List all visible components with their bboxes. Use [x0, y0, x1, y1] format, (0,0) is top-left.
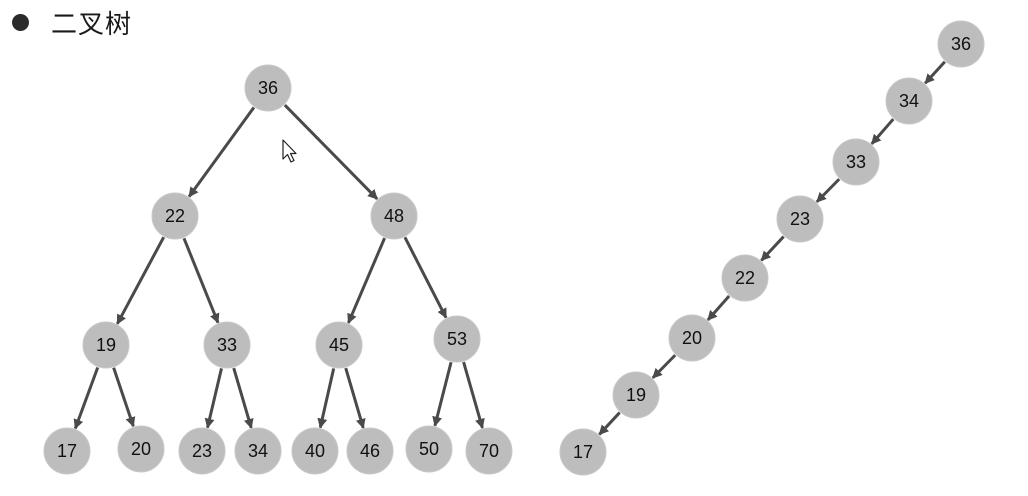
degenerate-tree-edge [870, 118, 895, 145]
balanced-tree-edge [462, 361, 485, 429]
balanced-tree-node-label: 40 [305, 441, 325, 461]
degenerate-tree-node-label: 22 [735, 268, 755, 288]
degenerate-tree-node-circle [885, 77, 933, 125]
heading: 二叉树 [12, 4, 132, 40]
balanced-tree-node-circle [433, 315, 481, 363]
balanced-tree-edge [232, 367, 254, 429]
balanced-tree-node-circle [178, 427, 226, 475]
balanced-tree-node-label: 19 [96, 335, 116, 355]
edges-layer [73, 60, 946, 436]
balanced-tree-node: 22 [151, 192, 199, 240]
balanced-tree-edge [204, 368, 223, 429]
balanced-tree-node-circle [117, 425, 165, 473]
degenerate-tree-edge [760, 235, 785, 262]
balanced-tree-node-label: 17 [57, 441, 77, 461]
balanced-tree-edge [73, 367, 100, 430]
balanced-tree-node-label: 22 [165, 206, 185, 226]
balanced-tree-node: 50 [405, 425, 453, 473]
balanced-tree-node: 46 [346, 427, 394, 475]
balanced-tree-node-circle [370, 192, 418, 240]
balanced-tree-edge [432, 361, 453, 427]
degenerate-tree-node: 22 [721, 254, 769, 302]
balanced-tree-node-circle [244, 64, 292, 112]
balanced-tree-node: 70 [465, 427, 513, 475]
balanced-tree-node-label: 50 [419, 439, 439, 459]
degenerate-tree-node-label: 20 [682, 328, 702, 348]
balanced-tree-edge [347, 237, 386, 324]
balanced-tree-node-label: 48 [384, 206, 404, 226]
degenerate-tree-node: 20 [668, 314, 716, 362]
degenerate-tree-edge [598, 411, 621, 436]
balanced-tree-edge [112, 367, 136, 428]
balanced-tree-node: 33 [203, 321, 251, 369]
degenerate-tree-node-circle [776, 195, 824, 243]
degenerate-tree-node-circle [559, 428, 607, 476]
balanced-tree-node-circle [151, 192, 199, 240]
balanced-tree-node: 20 [117, 425, 165, 473]
degenerate-tree-node-label: 23 [790, 209, 810, 229]
balanced-tree-node: 17 [43, 427, 91, 475]
degenerate-tree-node-circle [612, 371, 660, 419]
balanced-tree-node-circle [234, 427, 282, 475]
balanced-tree-node-label: 53 [447, 329, 467, 349]
balanced-tree-node: 45 [315, 321, 363, 369]
degenerate-tree-edge [924, 60, 946, 85]
degenerate-tree-node-label: 36 [951, 34, 971, 54]
balanced-tree-node-circle [43, 427, 91, 475]
balanced-tree-node-label: 23 [192, 441, 212, 461]
degenerate-tree-node: 19 [612, 371, 660, 419]
balanced-tree-edge [187, 106, 256, 198]
balanced-tree-node-label: 46 [360, 441, 380, 461]
balanced-tree-node-circle [203, 321, 251, 369]
balanced-tree-node: 53 [433, 315, 481, 363]
balanced-tree-node: 19 [82, 321, 130, 369]
degenerate-tree-node-label: 19 [626, 385, 646, 405]
balanced-tree-node-label: 33 [217, 335, 237, 355]
balanced-tree-node-circle [82, 321, 130, 369]
balanced-tree-node: 48 [370, 192, 418, 240]
nodes-layer: 36 22 48 19 33 45 53 17 20 23 34 40 46 50 70 36 34 33 23 22… [43, 20, 985, 476]
degenerate-tree-node: 34 [885, 77, 933, 125]
balanced-tree-edge [283, 104, 379, 200]
degenerate-tree-node-circle [668, 314, 716, 362]
balanced-tree-node-label: 34 [248, 441, 268, 461]
degenerate-tree-edge [651, 354, 677, 379]
degenerate-tree-node-label: 34 [899, 91, 919, 111]
degenerate-tree-node-label: 17 [573, 442, 593, 462]
balanced-tree-edge [344, 367, 366, 429]
balanced-tree-edge [317, 368, 336, 429]
balanced-tree-node-circle [315, 321, 363, 369]
balanced-tree-node-circle [291, 427, 339, 475]
degenerate-tree-node: 33 [832, 138, 880, 186]
degenerate-tree-node: 23 [776, 195, 824, 243]
degenerate-tree-edge [815, 178, 841, 203]
balanced-tree-edge [403, 236, 448, 319]
degenerate-tree-node-circle [937, 20, 985, 68]
mouse-pointer-icon [282, 139, 297, 163]
degenerate-tree-node-label: 33 [846, 152, 866, 172]
degenerate-tree-node-circle [832, 138, 880, 186]
balanced-tree-node-circle [405, 425, 453, 473]
bullet-icon [12, 13, 29, 31]
degenerate-tree-edge [706, 294, 731, 322]
page-title: 二叉树 [51, 9, 133, 40]
balanced-tree-node: 36 [244, 64, 292, 112]
degenerate-tree-node-circle [721, 254, 769, 302]
balanced-tree-edge [115, 236, 166, 325]
balanced-tree-node-label: 70 [479, 441, 499, 461]
balanced-tree-node-label: 45 [329, 335, 349, 355]
balanced-tree-node-circle [465, 427, 513, 475]
balanced-tree-node: 34 [234, 427, 282, 475]
degenerate-tree-node: 17 [559, 428, 607, 476]
balanced-tree-node: 40 [291, 427, 339, 475]
balanced-tree-edge [182, 237, 220, 324]
balanced-tree-node-label: 36 [258, 78, 278, 98]
balanced-tree-node-label: 20 [131, 439, 151, 459]
degenerate-tree-node: 36 [937, 20, 985, 68]
balanced-tree-node: 23 [178, 427, 226, 475]
balanced-tree-node-circle [346, 427, 394, 475]
